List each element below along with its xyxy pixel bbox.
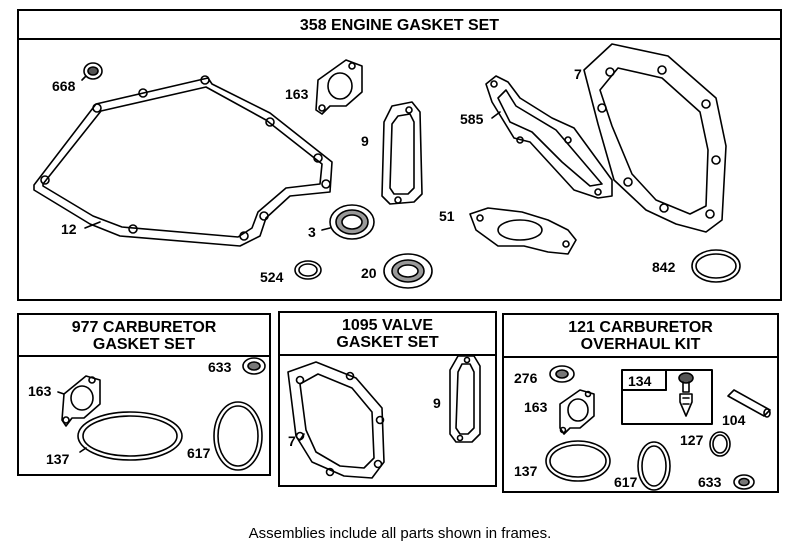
leader-585 bbox=[491, 111, 501, 119]
label-524: 524 bbox=[260, 269, 284, 285]
kit-ring-617-drawing bbox=[637, 441, 671, 491]
carb-label-137: 137 bbox=[46, 451, 70, 467]
gasket-51-drawing bbox=[469, 207, 577, 255]
label-842: 842 bbox=[652, 259, 676, 275]
oring-524-drawing bbox=[294, 260, 322, 280]
carb-label-163: 163 bbox=[28, 383, 52, 399]
engine-gasket-set-title: 358 ENGINE GASKET SET bbox=[299, 17, 500, 34]
kit-inner-frame-134 bbox=[621, 369, 713, 425]
valve-label-7: 7 bbox=[288, 433, 296, 449]
head-gasket-7-drawing bbox=[583, 43, 727, 233]
leader-12 bbox=[84, 221, 101, 229]
label-585: 585 bbox=[460, 111, 484, 127]
label-20: 20 bbox=[361, 265, 377, 281]
carb-ring-617-drawing bbox=[213, 401, 263, 471]
carb-label-617: 617 bbox=[187, 445, 211, 461]
needle-valve-134-drawing bbox=[678, 372, 694, 417]
leader-3 bbox=[321, 227, 331, 231]
carb-leader-163 bbox=[57, 391, 65, 395]
kit-label-633: 633 bbox=[698, 474, 722, 490]
gasket-163-drawing bbox=[315, 59, 363, 115]
kit-seal-276-drawing bbox=[549, 365, 575, 383]
carb-leader-137 bbox=[79, 447, 87, 453]
kit-label-127: 127 bbox=[680, 432, 704, 448]
gasket-9-drawing bbox=[381, 101, 423, 205]
label-668: 668 bbox=[52, 78, 76, 94]
pin-104-drawing bbox=[727, 389, 771, 418]
valve-gasket-set-title: 1095 VALVE GASKET SET bbox=[336, 317, 439, 351]
crankcase-gasket-12-drawing bbox=[33, 75, 333, 247]
kit-label-134: 134 bbox=[628, 373, 652, 389]
carburetor-gasket-set-title: 977 CARBURETOR GASKET SET bbox=[71, 319, 217, 353]
kit-gasket-163-drawing bbox=[559, 389, 595, 435]
valve-head-gasket-7-drawing bbox=[287, 361, 385, 479]
carb-seal-633-drawing bbox=[242, 357, 266, 375]
engine-title-divider bbox=[19, 38, 780, 40]
label-51: 51 bbox=[439, 208, 455, 224]
kit-seal-633-drawing bbox=[733, 474, 755, 490]
label-3: 3 bbox=[308, 224, 316, 240]
seal-668-drawing bbox=[83, 62, 103, 80]
kit-label-163: 163 bbox=[524, 399, 548, 415]
carb-ring-137-drawing bbox=[77, 411, 183, 461]
kit-label-104: 104 bbox=[722, 412, 746, 428]
valve-leader-7 bbox=[299, 433, 305, 441]
carb-gasket-163-drawing bbox=[61, 375, 101, 427]
label-163: 163 bbox=[285, 86, 309, 102]
oil-seal-3-drawing bbox=[329, 204, 375, 240]
valve-label-9: 9 bbox=[433, 395, 441, 411]
carburetor-title-divider bbox=[19, 355, 269, 357]
oil-seal-20-drawing bbox=[383, 253, 433, 289]
label-9: 9 bbox=[361, 133, 369, 149]
kit-ring-127-drawing bbox=[709, 431, 731, 457]
overhaul-kit-title: 121 CARBURETOR OVERHAUL KIT bbox=[568, 319, 713, 353]
valve-title-divider bbox=[280, 354, 495, 356]
overhaul-title-divider bbox=[504, 356, 777, 358]
valve-gasket-9-drawing bbox=[449, 355, 481, 443]
carb-label-633: 633 bbox=[208, 359, 232, 375]
kit-label-137: 137 bbox=[514, 463, 538, 479]
kit-label-276: 276 bbox=[514, 370, 538, 386]
label-7: 7 bbox=[574, 66, 582, 82]
leader-668 bbox=[81, 75, 87, 81]
kit-label-617: 617 bbox=[614, 474, 638, 490]
gasket-585-drawing bbox=[485, 75, 613, 199]
kit-ring-137-drawing bbox=[545, 440, 611, 482]
footer-note: Assemblies include all parts shown in fr… bbox=[248, 525, 552, 542]
ring-842-drawing bbox=[691, 249, 741, 283]
label-12: 12 bbox=[61, 221, 77, 237]
